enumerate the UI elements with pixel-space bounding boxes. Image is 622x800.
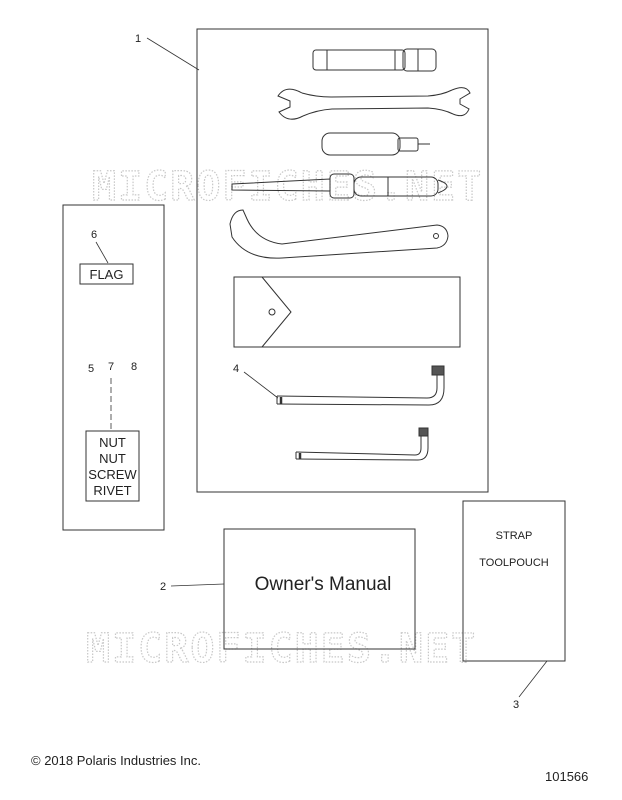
hardware-label-nut-2: NUT [99, 451, 126, 466]
toolpouch-label: TOOLPOUCH [479, 557, 549, 569]
hardware-label-nut-1: NUT [99, 435, 126, 450]
hardware-label-rivet: RIVET [93, 483, 131, 498]
watermark-top: MICROFICHES.NET [92, 164, 483, 210]
screwdriver [231, 173, 448, 199]
leader-line-1 [146, 37, 200, 71]
callout-4: 4 [233, 363, 239, 375]
spanner-wrench [229, 209, 449, 259]
tool-pouch-flap [233, 276, 461, 348]
hex-key-small [295, 427, 429, 461]
screwdriver-handle [321, 132, 430, 156]
callout-7: 7 [108, 361, 114, 373]
open-end-wrench [277, 87, 471, 120]
callout-6: 6 [91, 229, 97, 241]
owners-manual-box [223, 528, 416, 650]
hex-key-large [276, 365, 445, 406]
flag-box [79, 263, 134, 285]
owners-manual-label: Owner's Manual [255, 574, 392, 595]
leader-line-6 [95, 241, 109, 264]
drawing-number: 101566 [545, 769, 589, 784]
callout-5: 5 [88, 363, 94, 375]
leader-line-2 [170, 583, 225, 587]
callout-3: 3 [513, 699, 519, 711]
leader-line-3 [518, 660, 548, 698]
strap-label: STRAP [496, 530, 533, 542]
callout-1: 1 [135, 33, 141, 45]
leader-line-4 [243, 371, 279, 399]
socket-extension-tool [312, 48, 437, 72]
hardware-box [85, 430, 140, 502]
flag-label: FLAG [90, 267, 124, 282]
tool-kit-panel [196, 28, 489, 493]
tool-pouch-box [462, 500, 566, 662]
hardware-label-screw: SCREW [88, 467, 137, 482]
callout-2: 2 [160, 581, 166, 593]
small-parts-panel [62, 204, 165, 531]
callout-8: 8 [131, 361, 137, 373]
copyright-text: © 2018 Polaris Industries Inc. [31, 753, 201, 768]
